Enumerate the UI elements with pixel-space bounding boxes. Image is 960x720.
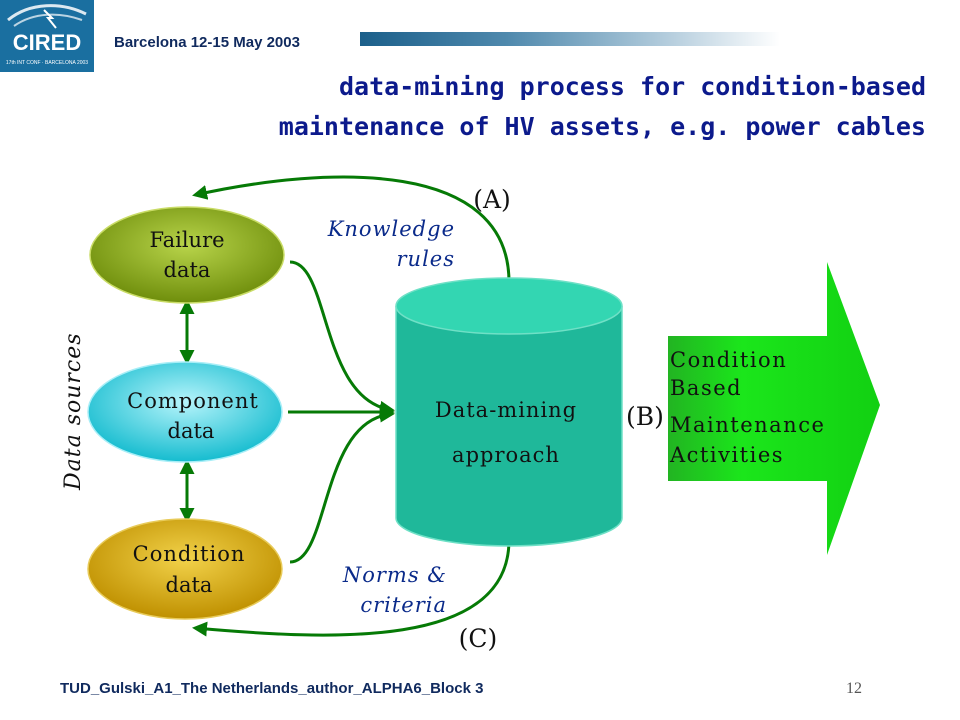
cbm-activities-arrow: Condition Based Maintenance Activities (668, 262, 880, 555)
condition-data-line1: Condition (133, 542, 246, 566)
logo-text: CIRED (13, 30, 81, 55)
label-a: (A) (473, 185, 511, 214)
condition-to-engine-arrow (289, 407, 395, 564)
knowledge-rules-feedback-arrow (192, 175, 511, 283)
norms-criteria-line1: Norms & (342, 563, 447, 587)
failure-data-node: Failure data (89, 206, 285, 304)
failure-data-line1: Failure (149, 228, 224, 252)
logo-subtext: 17th INT CONF · BARCELONA 2003 (6, 60, 88, 66)
page-title-line2: maintenance of HV assets, e.g. power cab… (278, 112, 926, 141)
cylinder-line2: approach (452, 443, 560, 467)
condition-data-line2: data (166, 573, 213, 597)
condition-data-node: Condition data (87, 518, 283, 620)
event-date: Barcelona 12-15 May 2003 (114, 34, 300, 51)
page-number: 12 (846, 680, 862, 697)
data-sources-label: Data sources (61, 332, 86, 491)
data-mining-cylinder: Data-mining approach (395, 277, 623, 547)
footer-text: TUD_Gulski_A1_The Netherlands_author_ALP… (60, 680, 484, 697)
failure-data-line2: data (164, 258, 211, 282)
norms-criteria-line2: criteria (360, 593, 447, 617)
norms-criteria-feedback-arrow (192, 539, 511, 637)
source-to-engine-connectors (179, 175, 511, 637)
page-title-line1: data-mining process for condition-based (339, 72, 926, 101)
label-b: (B) (626, 402, 664, 431)
output-line4: Activities (669, 443, 784, 467)
knowledge-rules-line1: Knowledge (327, 217, 455, 241)
knowledge-rules-line2: rules (397, 247, 455, 271)
output-line2: Based (670, 376, 742, 400)
label-c: (C) (459, 624, 498, 653)
component-data-node: Component data (87, 361, 283, 463)
cired-logo: CIRED 17th INT CONF · BARCELONA 2003 (0, 0, 94, 72)
component-data-line1: Component (127, 389, 259, 413)
failure-to-engine-arrow (289, 260, 395, 416)
output-line3: Maintenance (670, 413, 825, 437)
component-data-line2: data (168, 419, 215, 443)
header-gradient-bar (360, 32, 780, 46)
output-line1: Condition (670, 348, 787, 372)
cylinder-line1: Data-mining (435, 398, 577, 422)
